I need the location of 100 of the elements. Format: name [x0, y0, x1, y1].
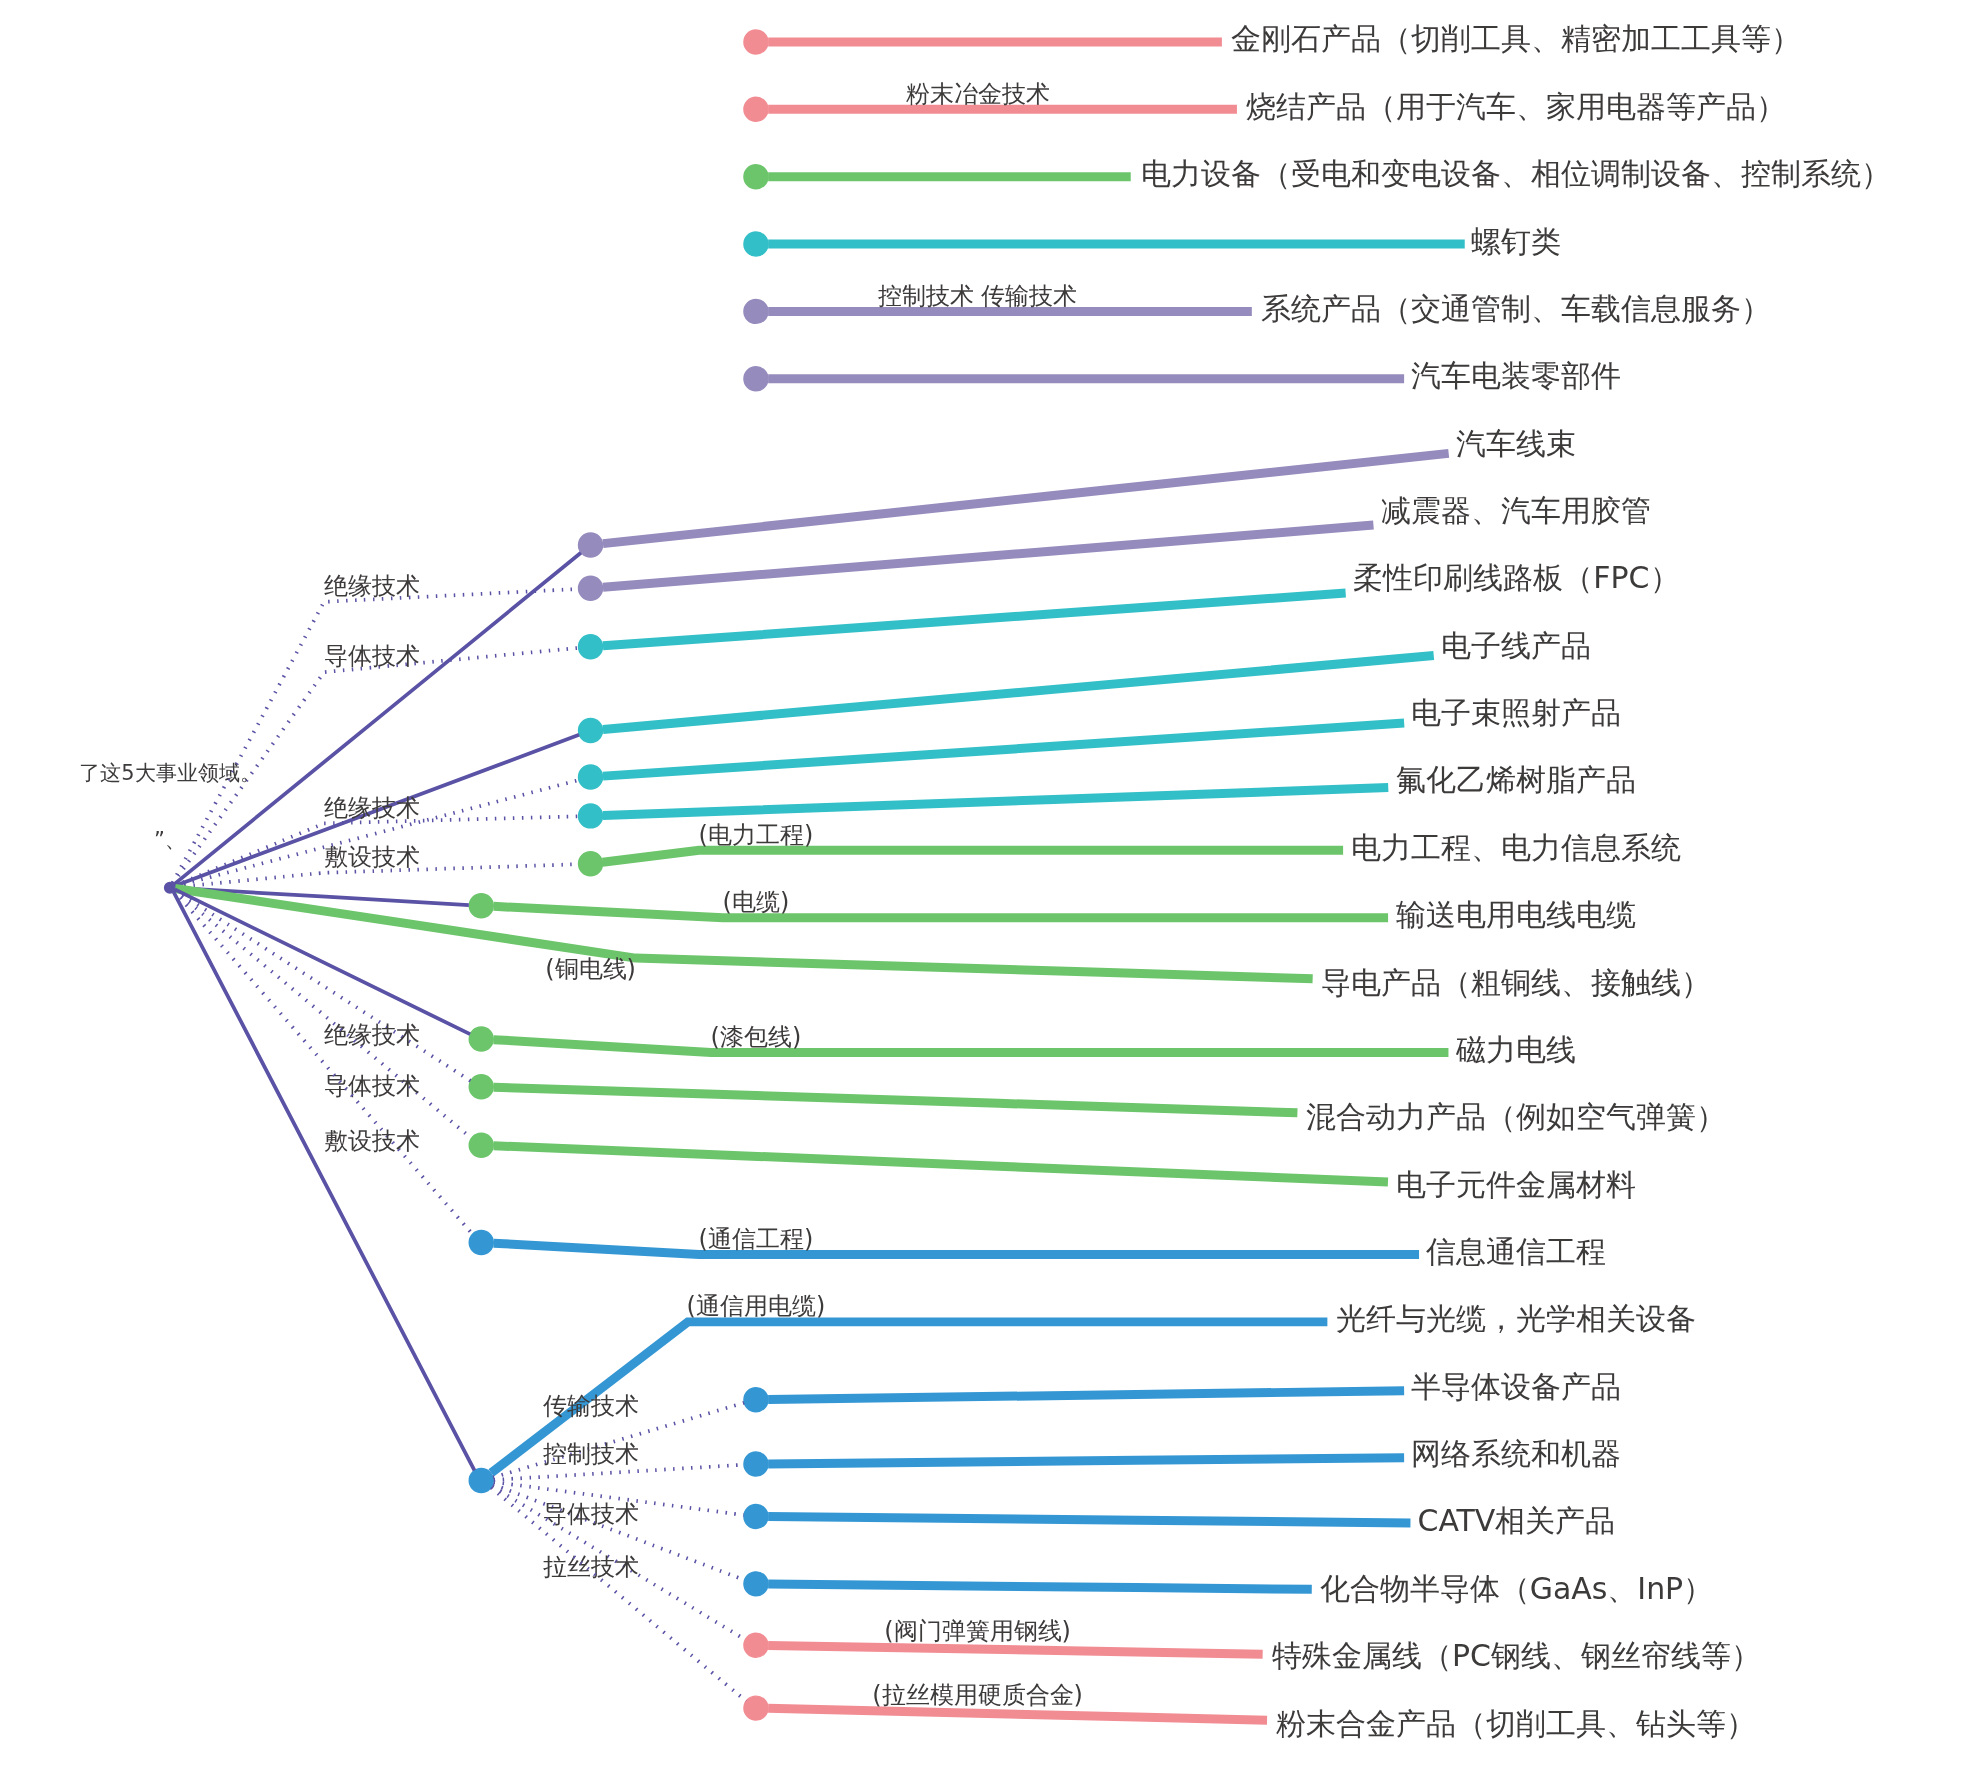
node-text: CATV相关产品 [1417, 1502, 1615, 1538]
node-text: 特殊金属线（PC钢线、钢丝帘线等） [1271, 1637, 1761, 1673]
node-text: 磁力电线 [1455, 1031, 1576, 1067]
connector [602, 718, 1404, 781]
connector [767, 1452, 1404, 1468]
connector [767, 1511, 1410, 1527]
connector [488, 1316, 1327, 1476]
node-text: 输送电用电线电缆 [1395, 896, 1636, 932]
node-text: 烧结产品（用于汽车、家用电器等产品） [1245, 88, 1786, 124]
node-text: 化合物半导体（GaAs、InP） [1319, 1570, 1713, 1606]
connector [767, 1640, 1263, 1659]
node-circle [742, 1694, 769, 1721]
connector [767, 373, 1404, 383]
node-circle [742, 96, 769, 122]
node-circle [577, 763, 603, 790]
connector [171, 645, 579, 884]
node-text: 电力工程、电力信息系统 [1350, 829, 1681, 865]
node-circle [742, 1450, 769, 1477]
connector [767, 36, 1222, 46]
node-text: 电子元件金属材料 [1395, 1166, 1636, 1202]
edge-label: (通信工程) [698, 1224, 813, 1253]
node-text: 混合动力产品（例如空气弹簧） [1305, 1098, 1726, 1134]
edge-label: (铜电线) [544, 954, 636, 983]
node-circle [468, 1073, 494, 1100]
connector [493, 1479, 744, 1517]
connector [602, 650, 1434, 734]
node-circle [742, 365, 769, 391]
connector [767, 1385, 1404, 1404]
edge-label: 拉丝技术 [542, 1552, 639, 1581]
connector [492, 901, 1388, 922]
node-circle [577, 717, 603, 743]
node-text: 光纤与光缆，光学相关设备 [1335, 1300, 1696, 1336]
node-circle [577, 575, 603, 601]
node-text: 系统产品（交通管制、车载信息服务） [1260, 290, 1771, 326]
connector [767, 1578, 1312, 1594]
connector [602, 782, 1388, 820]
edge-label: 导体技术 [323, 641, 420, 670]
node-text: 电力设备（受电和变电设备、相位调制设备、控制系统） [1140, 155, 1891, 191]
node-circle [468, 1025, 494, 1052]
edge-label: (拉丝模用硬质合金) [871, 1680, 1083, 1709]
label: 了这5大事业领域。 [78, 760, 261, 785]
connector [173, 887, 472, 1083]
node-text: 汽车电装零部件 [1410, 357, 1621, 393]
node-circle [742, 1570, 769, 1597]
node-text: 汽车线束 [1455, 425, 1576, 461]
node-circle [742, 230, 769, 257]
node-circle [742, 1386, 769, 1412]
connector [171, 890, 476, 1471]
connector [492, 1140, 1388, 1186]
label: ”、 [153, 827, 186, 852]
node-circle [742, 298, 769, 324]
connector [492, 1238, 1419, 1259]
connector [767, 239, 1465, 248]
node-text: 导电产品（粗铜线、接触线） [1320, 964, 1711, 1000]
edge-label: 控制技术 传输技术 [877, 281, 1077, 310]
connector [489, 1485, 747, 1703]
node-circle [742, 163, 769, 189]
connector [174, 732, 580, 887]
connector [172, 889, 474, 1235]
edge-label: (漆包线) [710, 1022, 801, 1051]
connector [173, 887, 471, 1036]
node-circle [577, 633, 603, 659]
node-circle [577, 531, 603, 558]
edge-label: 敷设技术 [323, 842, 420, 871]
node-circle [742, 1503, 769, 1529]
connector [173, 883, 1313, 983]
connector [767, 171, 1131, 181]
node-text: 网络系统和机器 [1410, 1435, 1621, 1471]
edge-label: 绝缘技术 [323, 1020, 420, 1049]
edge-label: (通信用电缆) [686, 1291, 825, 1320]
edge-label: 绝缘技术 [323, 571, 420, 600]
node-circle [577, 802, 603, 829]
node-text: 电子线产品 [1440, 627, 1591, 663]
edge-label: (阀门弹簧用钢线) [883, 1616, 1071, 1645]
connector [492, 1034, 1448, 1057]
node-circle [577, 850, 603, 876]
node-text: 氟化乙烯树脂产品 [1395, 761, 1636, 797]
connector [602, 520, 1374, 592]
node-text: 金刚石产品（切削工具、精密加工工具等） [1230, 20, 1801, 56]
connector [767, 306, 1252, 316]
connector [601, 448, 1449, 548]
node-text: 柔性印刷线路板（FPC） [1352, 559, 1680, 595]
connector [767, 1703, 1267, 1725]
node-circle [742, 1632, 769, 1658]
node-text: 电子束照射产品 [1410, 694, 1621, 730]
node-text: 螺钉类 [1470, 223, 1561, 259]
edge-label: (电缆) [722, 887, 789, 916]
node-circle [468, 1467, 494, 1493]
connector [492, 1082, 1298, 1117]
node-text: 减震器、汽车用胶管 [1380, 492, 1651, 528]
node-circle [742, 28, 769, 55]
edge-label: 控制技术 [542, 1439, 639, 1468]
edge-label: 导体技术 [323, 1071, 420, 1100]
node-circle [468, 1229, 494, 1255]
connector [767, 104, 1237, 114]
connector [492, 1400, 745, 1479]
node-text: 信息通信工程 [1425, 1233, 1606, 1269]
node-circle [468, 1132, 494, 1158]
edge-label: 粉末冶金技术 [905, 79, 1050, 108]
edge-label: 敷设技术 [323, 1126, 420, 1155]
